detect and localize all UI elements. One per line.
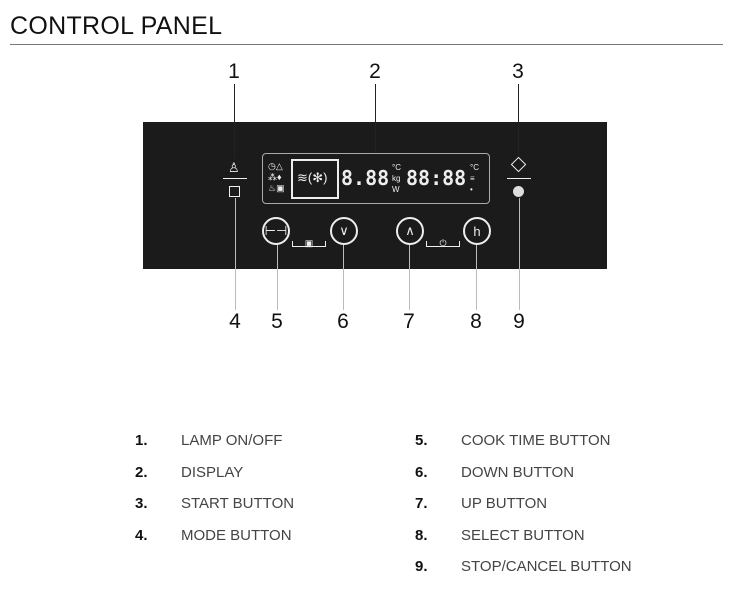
child-lock-icon: ▣ (292, 239, 326, 248)
legend-number: 9. (415, 558, 428, 575)
legend-number: 4. (135, 527, 148, 544)
callout-4: 4 (229, 310, 241, 333)
legend-label: STOP/CANCEL BUTTON (461, 558, 632, 575)
status-icons: ◷△⁂♦♨▣ (268, 161, 285, 193)
callout-6: 6 (337, 310, 349, 333)
callout-9: 9 (513, 310, 525, 333)
legend-label: LAMP ON/OFF (181, 432, 283, 449)
legend-label: COOK TIME BUTTON (461, 432, 611, 449)
divider (223, 178, 247, 179)
legend-number: 3. (135, 495, 148, 512)
select-button[interactable]: h (463, 217, 491, 245)
stop-button-icon[interactable] (513, 186, 524, 197)
legend-label: DOWN BUTTON (461, 464, 575, 481)
leader-line-8 (476, 244, 477, 310)
callout-8: 8 (470, 310, 482, 333)
timer-icons: °C≡• (470, 163, 479, 194)
leader-line-5 (277, 244, 278, 310)
legend-label: START BUTTON (181, 495, 295, 512)
legend-number: 2. (135, 464, 148, 481)
temperature-readout: 8.88 (341, 166, 390, 190)
leader-line-3 (518, 84, 519, 159)
leader-line-6 (343, 244, 344, 310)
legend-label: DISPLAY (181, 464, 244, 481)
lamp-icon[interactable]: ♙ (228, 160, 240, 175)
callout-2: 2 (369, 60, 381, 83)
leader-line-7 (409, 244, 410, 310)
callout-1: 1 (228, 60, 240, 83)
legend-label: SELECT BUTTON (461, 527, 585, 544)
divider (507, 178, 531, 179)
legend-number: 6. (415, 464, 428, 481)
legend-number: 1. (135, 432, 148, 449)
leader-line-2 (375, 84, 376, 154)
mode-button-icon[interactable] (229, 186, 240, 197)
up-button[interactable]: ∧ (396, 217, 424, 245)
power-icon: ⏻ (426, 239, 460, 248)
title-rule (10, 44, 723, 45)
oven-function-icon: ≋(✻) (291, 159, 339, 199)
legend-label: MODE BUTTON (181, 527, 292, 544)
callout-7: 7 (403, 310, 415, 333)
leader-line-4 (235, 198, 236, 310)
callout-5: 5 (271, 310, 283, 333)
leader-line-9 (519, 198, 520, 310)
legend-number: 5. (415, 432, 428, 449)
legend-number: 7. (415, 495, 428, 512)
legend-number: 8. (415, 527, 428, 544)
time-readout: 88:88 (406, 166, 467, 190)
down-button[interactable]: ∨ (330, 217, 358, 245)
page-title: CONTROL PANEL (10, 12, 223, 40)
leader-line-1 (234, 84, 235, 159)
callout-3: 3 (512, 60, 524, 83)
cook-time-button[interactable]: ⊢⊣ (262, 217, 290, 245)
legend-label: UP BUTTON (461, 495, 548, 512)
